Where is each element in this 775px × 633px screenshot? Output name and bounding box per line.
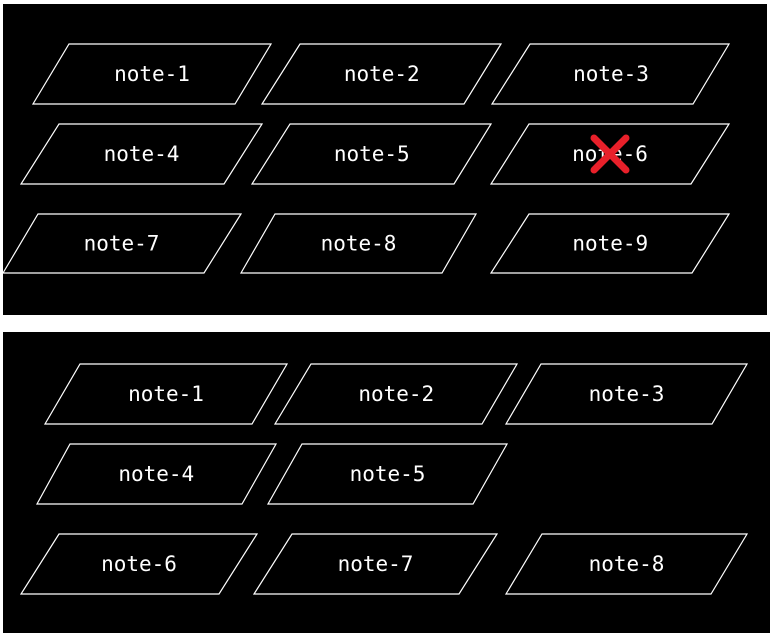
top-panel-before-delete: note-1 note-2 note-3 note-4 note-5 note-6 note… (3, 4, 767, 315)
note-shape (19, 533, 259, 595)
note-label: note-8 (589, 552, 665, 576)
note-shape (31, 43, 273, 105)
note-label: note-9 (572, 232, 648, 256)
note-label: note-2 (358, 382, 434, 406)
top-note-6[interactable]: note-6 (489, 123, 731, 185)
notes-grid-after: note-1 note-2 note-3 note-4 note-5 note-6 note… (19, 363, 749, 595)
note-label: note-8 (321, 232, 397, 256)
note-label: note-7 (84, 232, 160, 256)
top-note-7[interactable]: note-7 (3, 213, 243, 274)
top-note-8[interactable]: note-8 (239, 213, 478, 274)
note-label: note-3 (573, 62, 649, 86)
top-note-5[interactable]: note-5 (250, 123, 493, 185)
note-label: note-1 (114, 62, 190, 86)
note-shape (43, 363, 289, 425)
note-shape (489, 213, 731, 274)
note-label: note-4 (104, 142, 180, 166)
top-note-1[interactable]: note-1 (31, 43, 273, 105)
note-shape (266, 443, 509, 505)
bottom-panel-after-delete: note-1 note-2 note-3 note-4 note-5 note-6 note… (3, 332, 770, 633)
note-label: note-1 (128, 382, 204, 406)
note-shape (239, 213, 478, 274)
bottom-note-4[interactable]: note-4 (35, 443, 278, 505)
note-shape (3, 213, 243, 274)
note-shape (504, 363, 749, 425)
bottom-note-2[interactable]: note-2 (273, 363, 519, 425)
note-shape (490, 43, 731, 105)
x-mark-icon (590, 134, 630, 174)
bottom-note-8[interactable]: note-8 (504, 533, 749, 595)
note-label: note-6 (101, 552, 177, 576)
bottom-note-3[interactable]: note-3 (504, 363, 749, 425)
bottom-note-1[interactable]: note-1 (43, 363, 289, 425)
bottom-note-5[interactable]: note-5 (266, 443, 509, 505)
note-label: note-3 (589, 382, 665, 406)
note-label: note-5 (350, 462, 426, 486)
note-shape (273, 363, 519, 425)
note-shape (504, 533, 749, 595)
top-note-4[interactable]: note-4 (19, 123, 264, 185)
note-shape (19, 123, 264, 185)
bottom-note-6[interactable]: note-6 (19, 533, 259, 595)
note-label: note-7 (338, 552, 414, 576)
top-note-3[interactable]: note-3 (490, 43, 731, 105)
note-label: note-4 (118, 462, 194, 486)
note-shape (250, 123, 493, 185)
note-shape (35, 443, 278, 505)
note-shape (489, 123, 731, 185)
note-label: note-2 (344, 62, 420, 86)
bottom-note-7[interactable]: note-7 (252, 533, 499, 595)
top-note-2[interactable]: note-2 (260, 43, 503, 105)
note-label: note-5 (334, 142, 410, 166)
note-shape (260, 43, 503, 105)
note-shape (252, 533, 499, 595)
notes-grid-before: note-1 note-2 note-3 note-4 note-5 note-6 note… (3, 43, 731, 274)
top-note-9[interactable]: note-9 (489, 213, 731, 274)
